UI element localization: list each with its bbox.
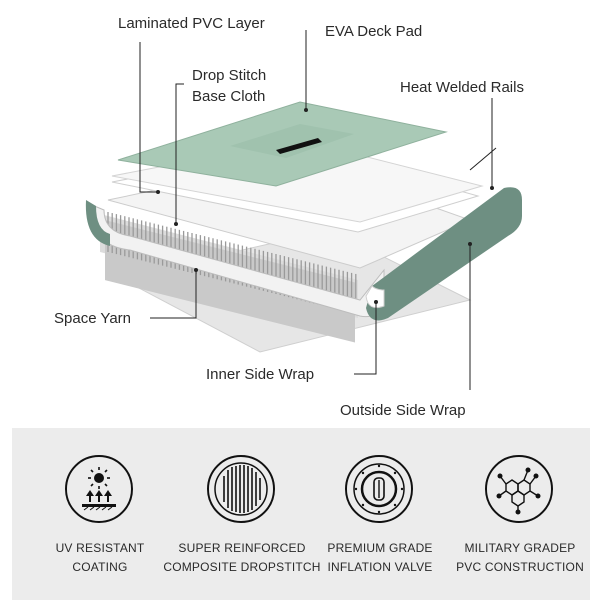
callout-heat-welded-rails: Heat Welded Rails <box>400 79 524 96</box>
feature-line2: PVC CONSTRUCTION <box>456 560 584 574</box>
feature-dropstitch: SUPER REINFORCED COMPOSITE DROPSTITCH <box>163 428 320 600</box>
callout-base-cloth: Base Cloth <box>192 88 266 105</box>
feature-line1: PREMIUM GRADE <box>327 541 433 555</box>
callout-drop-stitch: Drop Stitch <box>192 67 267 84</box>
uv-sun-icon <box>65 455 133 523</box>
board-layers-diagram <box>85 30 522 390</box>
feature-line2: INFLATION VALVE <box>327 560 433 574</box>
features-panel: UV RESISTANT COATING SUPER REINFORCED CO… <box>12 428 590 600</box>
deck-handle <box>276 138 322 154</box>
valve-icon <box>345 455 413 523</box>
feature-line1: MILITARY GRADEP <box>464 541 576 555</box>
callout-space-yarn: Space Yarn <box>54 310 131 327</box>
feature-line1: UV RESISTANT <box>55 541 145 555</box>
callout-laminated-pvc-layer: Laminated PVC Layer <box>118 15 265 32</box>
left-rail <box>85 200 110 246</box>
feature-military-pvc: MILITARY GRADEP PVC CONSTRUCTION <box>450 428 590 600</box>
feature-inflation-valve: PREMIUM GRADE INFLATION VALVE <box>310 428 450 600</box>
feature-line1: SUPER REINFORCED <box>178 541 306 555</box>
outside-side-wrap <box>366 187 522 321</box>
dropstitch-icon <box>207 455 275 523</box>
feature-line2: COATING <box>72 560 128 574</box>
feature-line2: COMPOSITE DROPSTITCH <box>163 560 321 574</box>
molecule-icon <box>485 455 553 523</box>
callout-inner-side-wrap: Inner Side Wrap <box>206 366 315 383</box>
callout-outside-side-wrap: Outside Side Wrap <box>340 402 466 419</box>
callout-eva-deck-pad: EVA Deck Pad <box>325 23 423 40</box>
feature-uv-resistant: UV RESISTANT COATING <box>30 428 170 600</box>
